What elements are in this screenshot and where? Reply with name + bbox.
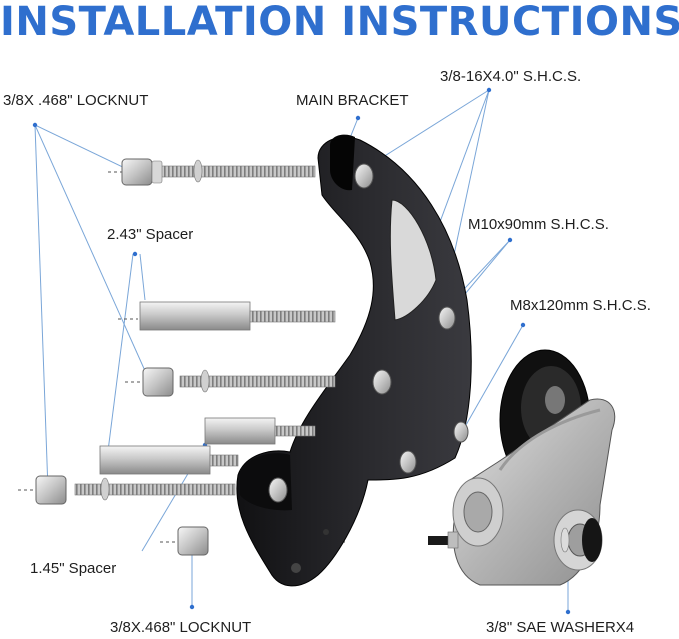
label-locknut-top: 3/8X .468" LOCKNUT [3,92,149,109]
label-main-bracket: MAIN BRACKET [296,92,409,109]
label-m10-shcs: M10x90mm S.H.C.S. [468,216,609,233]
label-locknut-bottom: 3/8X.468" LOCKNUT [110,619,252,636]
spacer-145-lower [99,445,239,475]
bolt-row-1 [121,158,316,186]
belt-tensioner [428,349,616,586]
bolt-row-5 [35,475,236,505]
page-title: INSTALLATION INSTRUCTIONS [0,0,679,45]
label-sae-washer: 3/8" SAE WASHERX4 [486,619,635,636]
label-spacer-145: 1.45" Spacer [30,560,117,577]
locknut-bottom [177,526,209,556]
label-shcs-4in: 3/8-16X4.0" S.H.C.S. [440,68,582,85]
main-bracket [236,134,472,587]
bolt-row-3 [142,367,336,397]
label-spacer-243: 2.43" Spacer [107,226,194,243]
label-m8-shcs: M8x120mm S.H.C.S. [510,297,651,314]
bracket-bolt-heads [268,163,469,503]
spacer-243-bolt [139,301,336,331]
spacer-145-upper [204,417,316,445]
